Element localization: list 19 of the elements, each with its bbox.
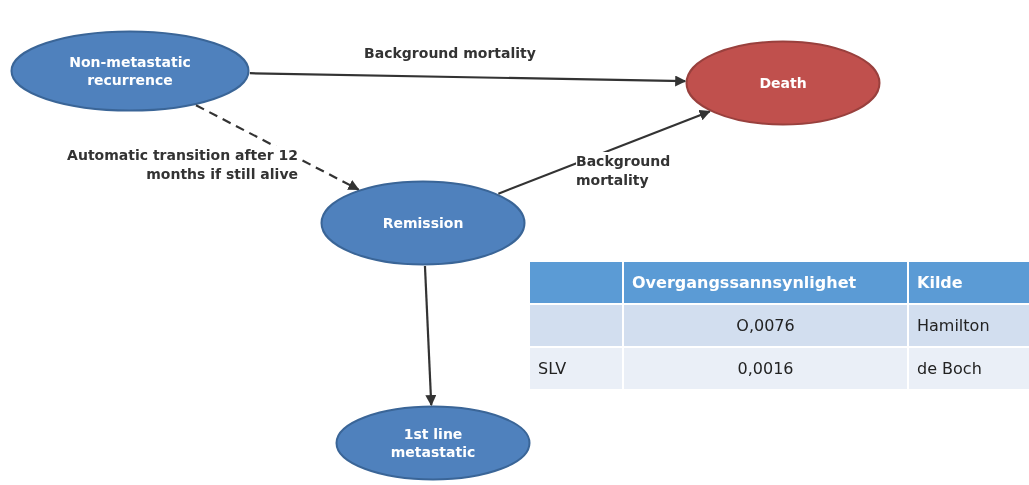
header-cell: Kilde bbox=[909, 262, 1029, 303]
header-cell: Overgangssannsynlighet bbox=[624, 262, 907, 303]
table-cell: SLV bbox=[530, 348, 622, 389]
arrow bbox=[423, 265, 437, 407]
table-cell: O,0076 bbox=[624, 305, 907, 346]
state-label: Remission bbox=[382, 213, 464, 233]
state-ellipse bbox=[10, 30, 250, 112]
state-ellipse bbox=[320, 180, 526, 266]
arrow bbox=[497, 110, 711, 195]
arrow bbox=[195, 104, 360, 191]
state-ellipse bbox=[335, 405, 531, 481]
state-label: Death bbox=[759, 73, 807, 93]
table-cell: Hamilton bbox=[909, 305, 1029, 346]
state-label: Non-metastatic recurrence bbox=[68, 52, 192, 90]
state-ellipse bbox=[685, 40, 881, 126]
state-label: 1st line metastatic bbox=[389, 424, 477, 462]
table-cell: de Boch bbox=[909, 348, 1029, 389]
table-cell: 0,0016 bbox=[624, 348, 907, 389]
arrow bbox=[249, 72, 687, 87]
